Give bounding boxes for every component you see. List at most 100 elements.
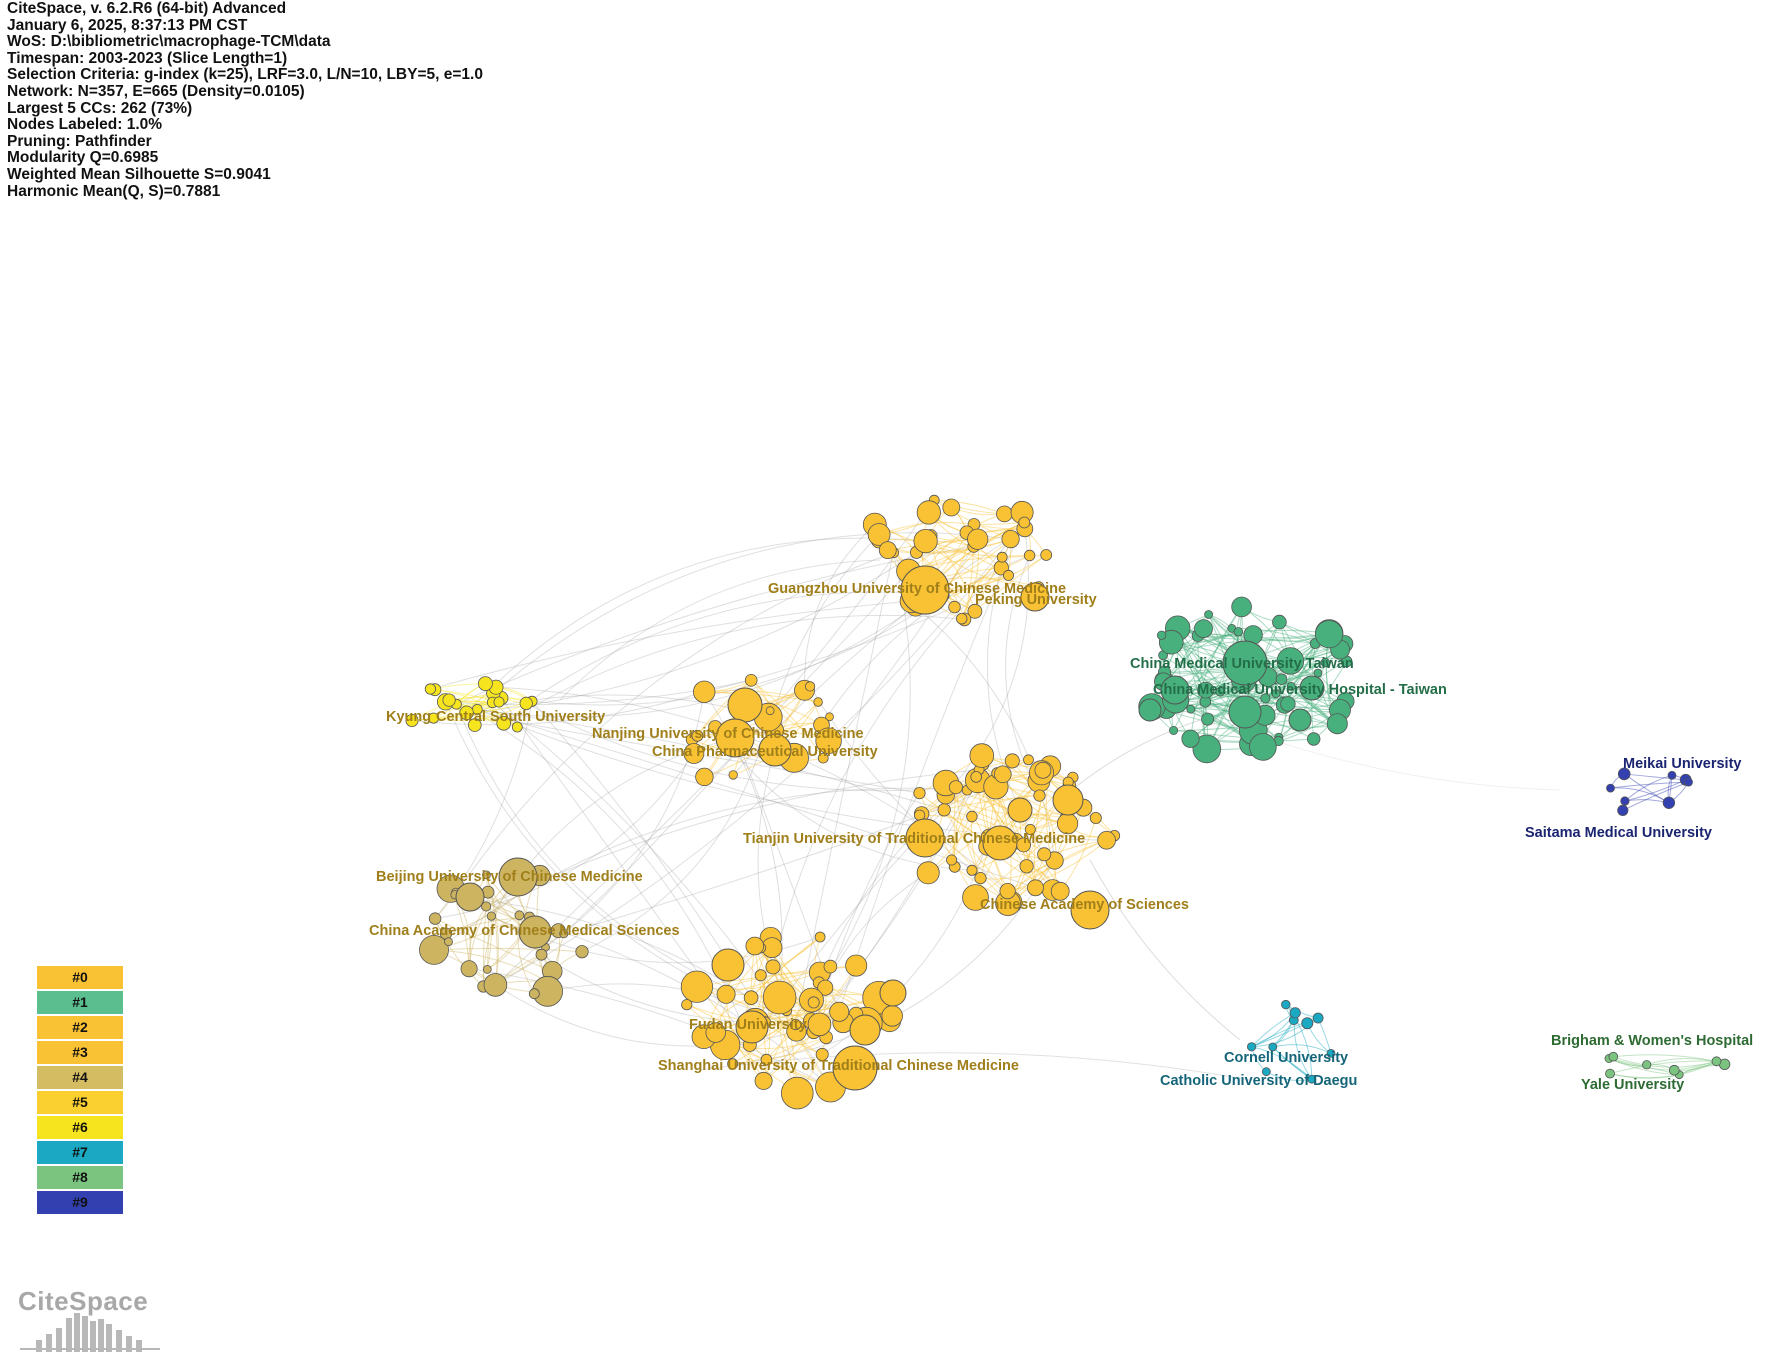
- institution-hub-node: [518, 915, 552, 949]
- institution-node: [825, 712, 834, 722]
- institution-label: Saitama Medical University: [1525, 825, 1712, 841]
- institution-node: [1667, 770, 1677, 780]
- institution-node: [815, 1047, 829, 1061]
- institution-label: Cornell University: [1224, 1050, 1348, 1066]
- cluster-edge: [1613, 1056, 1717, 1068]
- institution-node: [695, 767, 714, 787]
- institution-node: [1156, 630, 1167, 641]
- institution-hub-node: [1138, 698, 1162, 722]
- institution-node: [966, 810, 978, 823]
- institution-hub-node: [1020, 582, 1050, 612]
- institution-node: [1281, 999, 1291, 1010]
- institution-hub-node: [498, 857, 538, 897]
- institution-node: [1004, 753, 1020, 769]
- cluster-edge: [971, 795, 1040, 817]
- institution-node: [482, 965, 492, 974]
- institution-node: [535, 948, 548, 961]
- institution-node: [1617, 767, 1631, 781]
- labels-layer: Guangzhou University of Chinese Medicine…: [369, 581, 1753, 1093]
- institution-node: [878, 541, 897, 559]
- institution-label: Yale University: [1581, 1077, 1684, 1093]
- cluster-edge: [696, 679, 752, 737]
- cluster-edge: [1278, 662, 1326, 742]
- institution-node: [1023, 549, 1036, 562]
- institution-node: [1301, 1017, 1314, 1030]
- inter-cluster-edge: [822, 546, 975, 759]
- cluster-edge: [760, 936, 821, 976]
- institution-hub-node: [735, 1010, 769, 1044]
- institution-node: [817, 979, 834, 996]
- institution-node: [442, 693, 456, 707]
- institution-node: [1280, 696, 1296, 712]
- cluster-edge: [1251, 1022, 1308, 1048]
- institution-hub-node: [832, 1045, 878, 1091]
- institution-node: [419, 935, 449, 965]
- inter-cluster-edge: [804, 524, 876, 691]
- cluster-edge: [1609, 1073, 1680, 1079]
- institution-node: [970, 771, 982, 783]
- cluster-edge: [485, 874, 489, 970]
- institution-label: Kyung: [386, 709, 431, 725]
- cluster-edge: [1198, 633, 1330, 641]
- institution-node: [999, 882, 1016, 900]
- institution-node: [1201, 712, 1215, 726]
- institution-node: [575, 945, 589, 959]
- institution-node: [993, 765, 1012, 784]
- institution-node: [804, 681, 816, 692]
- inter-cluster-edge: [445, 701, 727, 995]
- institution-node: [916, 861, 940, 885]
- legend-item: #8: [37, 1166, 123, 1189]
- institution-node: [948, 600, 961, 614]
- info-line: Network: N=357, E=665 (Density=0.0105): [7, 82, 305, 100]
- institution-node: [867, 523, 891, 546]
- institution-node: [1275, 673, 1288, 685]
- cluster-edge: [482, 906, 487, 987]
- cluster-edge: [750, 679, 824, 759]
- institution-node: [962, 884, 989, 911]
- institution-hub-node: [849, 1014, 881, 1046]
- institution-node: [744, 673, 758, 687]
- nodes-layer: [405, 494, 1731, 1110]
- cluster-edge: [715, 947, 773, 1033]
- institution-node: [1197, 681, 1215, 699]
- institution-node: [1192, 734, 1222, 764]
- inter-cluster-edge: [434, 689, 751, 1046]
- institution-node: [815, 727, 842, 754]
- institution-node: [1306, 732, 1321, 746]
- info-line: Largest 5 CCs: 262 (73%): [7, 99, 193, 117]
- institution-node: [1097, 830, 1116, 850]
- institution-node: [760, 1053, 773, 1066]
- institution-node: [1669, 1064, 1680, 1076]
- citespace-logo: CiteSpace: [16, 1286, 166, 1352]
- cluster-edge: [1272, 1044, 1332, 1054]
- institution-node: [1271, 689, 1281, 699]
- institution-node: [728, 770, 738, 780]
- institution-node: [496, 715, 512, 731]
- institution-node: [1233, 627, 1244, 637]
- institution-node: [829, 1001, 850, 1022]
- institution-node: [683, 743, 705, 764]
- info-line: CiteSpace, v. 6.2.R6 (64-bit) Advanced: [7, 0, 287, 17]
- inter-cluster-edge: [485, 769, 980, 907]
- institution-node: [942, 498, 961, 517]
- institution-node: [528, 988, 540, 1000]
- info-line: January 6, 2025, 8:37:13 PM CST: [7, 16, 248, 34]
- institution-node: [913, 528, 938, 554]
- institution-node: [405, 714, 419, 728]
- institution-node: [996, 505, 1013, 523]
- institution-hub-node: [727, 687, 763, 723]
- institution-node: [956, 613, 968, 625]
- institution-node: [1003, 569, 1015, 581]
- cluster-edge: [691, 729, 829, 742]
- cluster-edge: [919, 792, 1027, 867]
- cluster-edge: [964, 546, 975, 620]
- institution-label: Guangzhou University of Chinese Medicine: [768, 581, 1066, 597]
- legend-item: #3: [37, 1041, 123, 1064]
- institution-node: [814, 931, 826, 943]
- info-line: WoS: D:\bibliometric\macrophage-TCM\data: [7, 33, 331, 51]
- inter-cluster-edge: [838, 522, 1025, 1012]
- institution-node: [948, 780, 963, 795]
- institution-node: [937, 803, 951, 817]
